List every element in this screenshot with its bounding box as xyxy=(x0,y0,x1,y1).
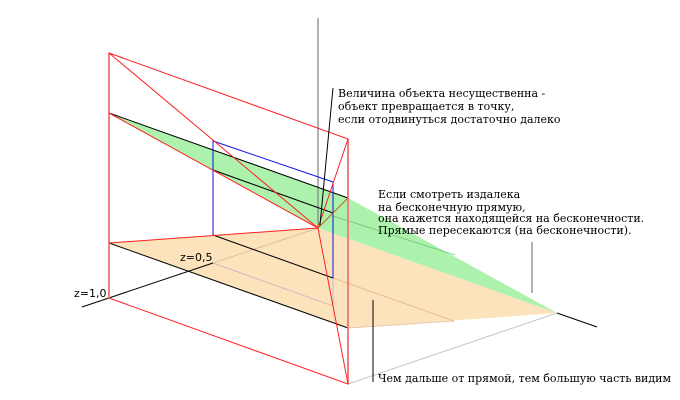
frustum-edge xyxy=(317,227,349,385)
object-outline xyxy=(212,140,334,278)
annotation-infinity-3: она кажется находящейся на бесконечности… xyxy=(378,212,644,225)
annotation-point-3: если отодвинуться достаточно далеко xyxy=(338,113,561,126)
plane-guide xyxy=(212,227,319,264)
view-edge xyxy=(347,312,558,385)
frustum-edge xyxy=(108,227,319,244)
z-axis xyxy=(81,262,214,308)
plane-guide xyxy=(332,215,456,256)
annotation-infinity-1: Если смотреть издалека xyxy=(378,188,521,201)
plane-guide xyxy=(332,277,455,322)
annotation-point-1: Величина объекта несущественна - xyxy=(338,87,546,100)
plane-guide xyxy=(347,320,455,329)
annotation-point-2: объект превращается в точку, xyxy=(338,100,514,113)
plane-guide xyxy=(212,262,334,307)
annotation-infinity-4: Прямые пересекаются (на бесконечности). xyxy=(378,224,632,237)
leader-point xyxy=(319,87,334,226)
line-lower-1 xyxy=(108,242,349,329)
frustum-edge xyxy=(108,112,319,229)
annotation-view: Чем дальше от прямой, тем большую часть … xyxy=(378,372,671,385)
frustum-edge xyxy=(317,197,349,229)
z-label-far: z=1,0 xyxy=(74,287,106,300)
frustum-edge xyxy=(108,52,319,229)
frustum-edge xyxy=(317,138,349,229)
annotation-infinity-2: на бесконечную прямую, xyxy=(378,201,526,214)
z-label-mid: z=0,5 xyxy=(180,251,212,264)
line-upper-1 xyxy=(108,112,349,199)
line-upper-2 xyxy=(212,169,334,214)
horizon-extension xyxy=(556,312,598,328)
line-lower-2 xyxy=(212,234,334,279)
